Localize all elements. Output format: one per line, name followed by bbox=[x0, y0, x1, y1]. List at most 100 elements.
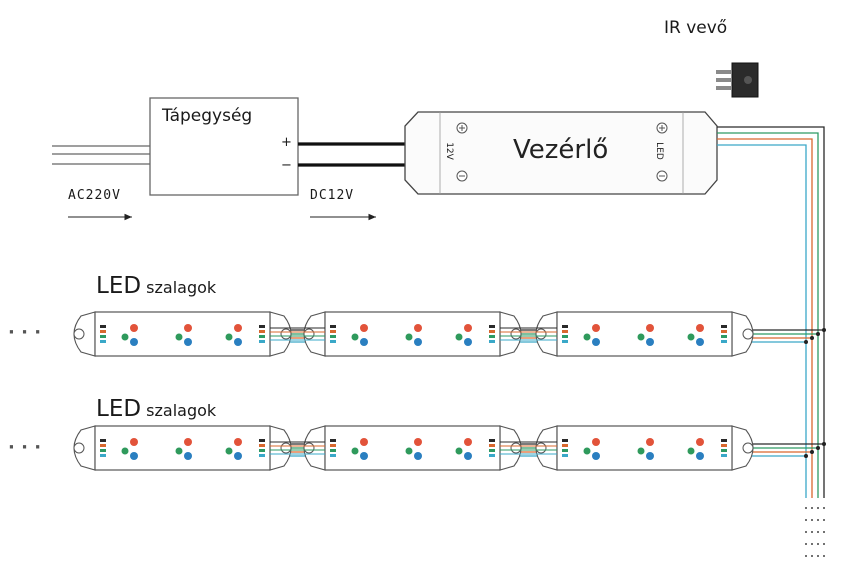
mount-hole bbox=[535, 442, 547, 454]
solder-pad bbox=[330, 325, 336, 328]
led-red bbox=[696, 438, 704, 446]
led-blue bbox=[414, 452, 422, 460]
led-red bbox=[360, 438, 368, 446]
led-blue bbox=[592, 452, 600, 460]
bus-continuation-dot bbox=[823, 555, 825, 557]
bus-continuation-dot bbox=[823, 519, 825, 521]
solder-pad bbox=[721, 330, 727, 333]
solder-pad bbox=[562, 330, 568, 333]
junction-dot bbox=[816, 446, 820, 450]
solder-pad bbox=[100, 444, 106, 447]
solder-pad bbox=[721, 325, 727, 328]
solder-pad bbox=[100, 325, 106, 328]
led-green bbox=[687, 447, 695, 455]
solder-pad bbox=[259, 325, 265, 328]
bus-continuation-dot bbox=[805, 531, 807, 533]
solder-pad bbox=[562, 340, 568, 343]
bus-continuation-dot bbox=[817, 543, 819, 545]
strip-group-2-title-big: LED bbox=[96, 396, 142, 422]
led-blue bbox=[646, 452, 654, 460]
bus-continuation-dot bbox=[811, 543, 813, 545]
strip-group-1-title: LED szalagok bbox=[96, 273, 216, 299]
bus-wire bbox=[717, 144, 807, 498]
solder-pad bbox=[330, 449, 336, 452]
solder-pad bbox=[259, 340, 265, 343]
solder-pad bbox=[259, 335, 265, 338]
led-red bbox=[184, 438, 192, 446]
junction-dot bbox=[804, 454, 808, 458]
bus-continuation-dot bbox=[817, 507, 819, 509]
led-green bbox=[583, 447, 591, 455]
solder-pad bbox=[330, 330, 336, 333]
ac-input-cable bbox=[52, 145, 150, 165]
led-green bbox=[455, 447, 463, 455]
led-blue bbox=[184, 338, 192, 346]
junction-dot bbox=[816, 332, 820, 336]
mount-hole bbox=[280, 328, 292, 340]
bus-continuation-dot bbox=[823, 543, 825, 545]
led-green bbox=[405, 447, 413, 455]
led-strips bbox=[73, 311, 826, 471]
row-1-continuation-dots: · · · bbox=[8, 322, 42, 343]
solder-pad bbox=[259, 439, 265, 442]
solder-pad bbox=[259, 444, 265, 447]
solder-pad bbox=[330, 340, 336, 343]
solder-pad bbox=[721, 335, 727, 338]
power-supply-label: Tápegység bbox=[162, 106, 253, 126]
mount-hole bbox=[303, 328, 315, 340]
led-blue bbox=[130, 338, 138, 346]
led-green bbox=[455, 333, 463, 341]
led-red bbox=[464, 438, 472, 446]
controller-input-tag: 12V bbox=[443, 142, 454, 160]
solder-pad bbox=[489, 330, 495, 333]
led-blue bbox=[360, 452, 368, 460]
junction-dot bbox=[822, 328, 826, 332]
led-red bbox=[592, 438, 600, 446]
led-red bbox=[130, 324, 138, 332]
led-green bbox=[225, 447, 233, 455]
bus-continuation-dot bbox=[817, 531, 819, 533]
solder-pad bbox=[100, 439, 106, 442]
solder-pad bbox=[100, 454, 106, 457]
led-red bbox=[414, 438, 422, 446]
led-red bbox=[592, 324, 600, 332]
led-red bbox=[646, 324, 654, 332]
solder-pad bbox=[330, 335, 336, 338]
strip-segment bbox=[94, 425, 271, 471]
solder-pad bbox=[330, 439, 336, 442]
solder-pad bbox=[562, 454, 568, 457]
led-red bbox=[234, 438, 242, 446]
bus-continuation-dot bbox=[811, 507, 813, 509]
led-blue bbox=[696, 338, 704, 346]
solder-pad bbox=[562, 444, 568, 447]
mount-hole bbox=[73, 328, 85, 340]
ir-receiver-label: IR vevő bbox=[664, 18, 728, 38]
strip-group-2-title: LED szalagok bbox=[96, 396, 216, 422]
controller-output-tag: LED bbox=[653, 142, 664, 160]
solder-pad bbox=[100, 340, 106, 343]
solder-pad bbox=[100, 330, 106, 333]
strip-segment bbox=[94, 311, 271, 357]
solder-pad bbox=[259, 330, 265, 333]
led-blue bbox=[184, 452, 192, 460]
led-green bbox=[637, 447, 645, 455]
dc-output-label: DC12V bbox=[310, 188, 355, 203]
led-blue bbox=[234, 452, 242, 460]
ir-receiver bbox=[716, 62, 759, 98]
mount-hole bbox=[73, 442, 85, 454]
row-2-continuation-dots: · · · bbox=[8, 437, 42, 458]
led-green bbox=[175, 447, 183, 455]
led-blue bbox=[646, 338, 654, 346]
controller-body bbox=[404, 111, 718, 195]
solder-pad bbox=[489, 444, 495, 447]
solder-pad bbox=[489, 340, 495, 343]
led-green bbox=[175, 333, 183, 341]
led-blue bbox=[592, 338, 600, 346]
led-blue bbox=[696, 452, 704, 460]
led-red bbox=[184, 324, 192, 332]
led-green bbox=[121, 447, 129, 455]
strip-segment bbox=[324, 311, 501, 357]
led-red bbox=[360, 324, 368, 332]
